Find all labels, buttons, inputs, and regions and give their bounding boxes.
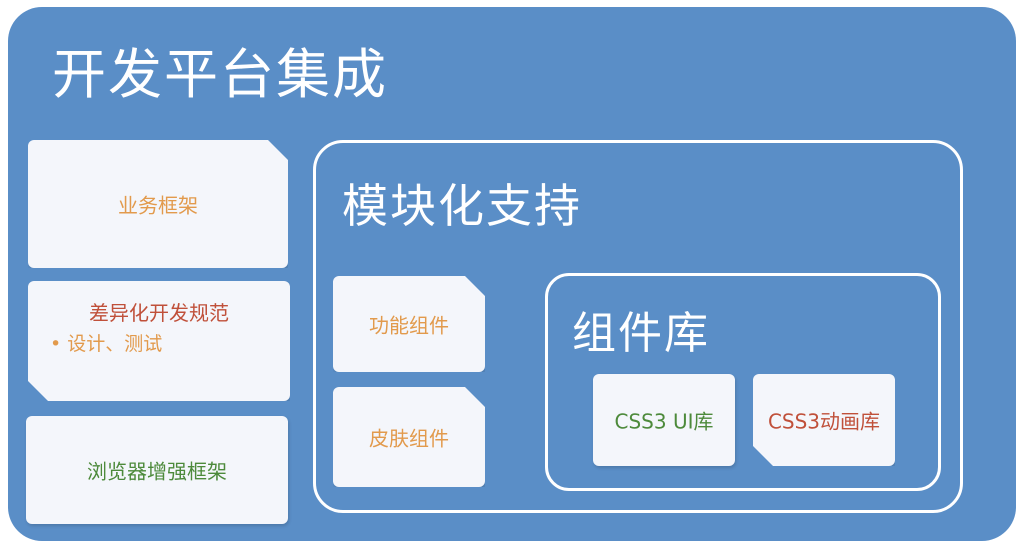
business-framework-label: 业务框架 — [118, 193, 198, 218]
skin-component-label: 皮肤组件 — [369, 426, 449, 451]
business-framework-card: 业务框架 — [28, 140, 288, 268]
platform-title: 开发平台集成 — [52, 43, 388, 106]
css3-animation-library-label: CSS3动画库 — [767, 409, 881, 434]
component-library-box — [545, 273, 941, 491]
bullet-dot-icon: • — [50, 333, 62, 355]
css3-animation-library-card: CSS3动画库 — [753, 374, 895, 466]
function-component-card: 功能组件 — [333, 276, 485, 372]
modular-support-title: 模块化支持 — [342, 179, 582, 233]
css3-ui-library-label: CSS3 UI库 — [614, 409, 714, 434]
browser-enhancement-label: 浏览器增强框架 — [87, 459, 227, 484]
component-library-title: 组件库 — [572, 308, 710, 359]
skin-component-card: 皮肤组件 — [333, 387, 485, 487]
dev-spec-bullet: •设计、测试 — [50, 329, 162, 356]
dev-spec-card: 差异化开发规范 •设计、测试 — [28, 281, 290, 401]
function-component-label: 功能组件 — [369, 313, 449, 338]
dev-spec-label: 差异化开发规范 — [89, 301, 229, 325]
modular-support-box — [313, 140, 963, 513]
browser-enhancement-card: 浏览器增强框架 — [26, 416, 288, 524]
css3-ui-library-card: CSS3 UI库 — [593, 374, 735, 466]
dev-spec-bullet-text: 设计、测试 — [67, 333, 163, 355]
